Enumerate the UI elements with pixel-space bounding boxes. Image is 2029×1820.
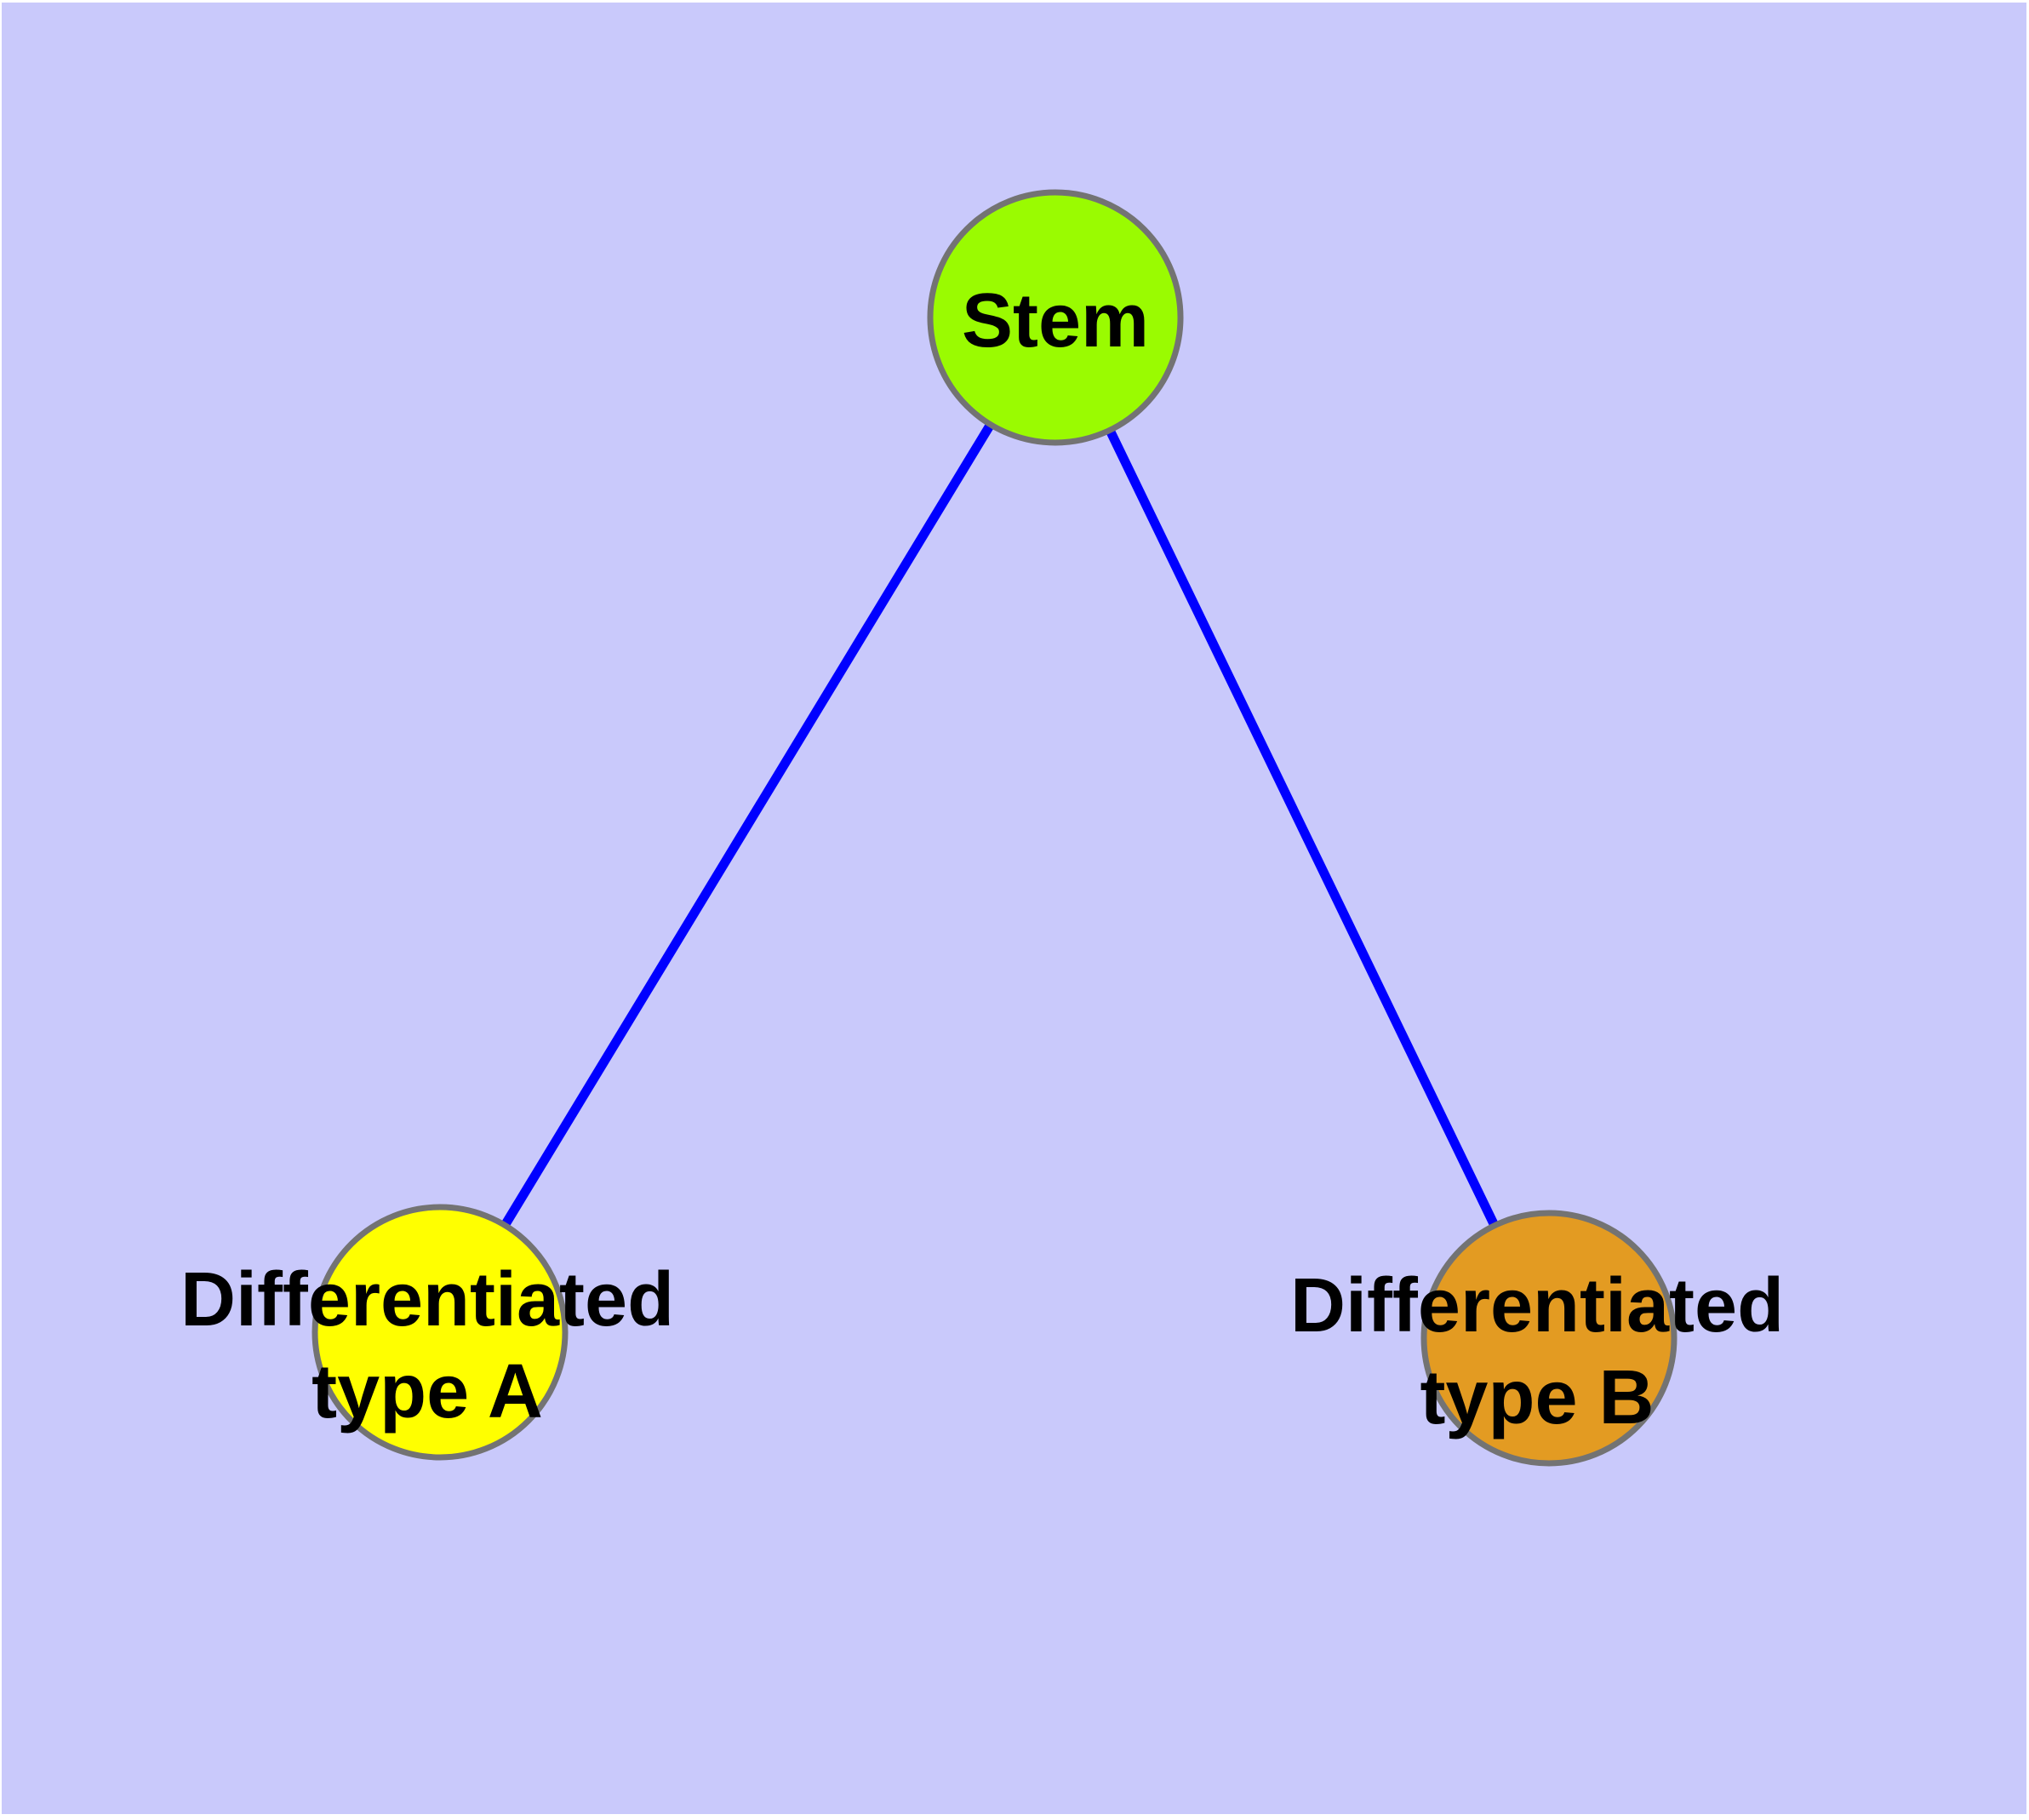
edge-stem-to-type-b — [1051, 315, 1553, 1341]
node-differentiated-type-a-circle — [311, 1204, 569, 1461]
edge-stem-to-type-a — [436, 315, 1060, 1335]
node-stem-circle — [927, 189, 1184, 446]
node-differentiated-type-b-circle — [1420, 1210, 1677, 1467]
